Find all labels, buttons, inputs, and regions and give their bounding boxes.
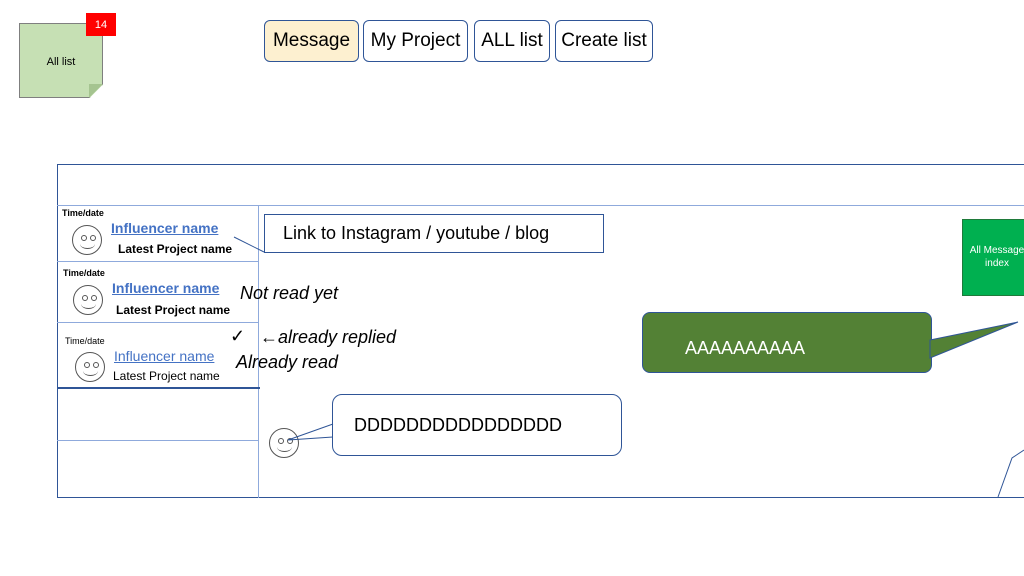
influencer-name-link[interactable]: Influencer name xyxy=(112,280,220,296)
latest-project-name: Latest Project name xyxy=(113,369,220,383)
item-timestamp: Time/date xyxy=(65,336,105,346)
replied-check-icon: ✓ xyxy=(230,326,246,346)
tab-create-list[interactable]: Create list xyxy=(555,20,653,62)
conversation-list-divider xyxy=(258,205,259,498)
panel-header-divider xyxy=(57,205,1024,206)
list-row-divider xyxy=(57,440,258,441)
conversation-item[interactable]: Time/date Influencer name Latest Project… xyxy=(57,207,258,261)
list-row-divider xyxy=(57,387,260,389)
list-row-divider xyxy=(57,261,258,262)
sent-message-text: AAAAAAAAAA xyxy=(685,338,806,358)
panel-corner-curl xyxy=(997,449,1024,498)
influencer-name-link[interactable]: Influencer name xyxy=(111,220,219,236)
avatar-smiley-icon xyxy=(73,285,103,315)
tab-my-project[interactable]: My Project xyxy=(363,20,468,62)
all-message-index-button[interactable]: All Message index xyxy=(962,219,1024,296)
avatar-smiley-icon xyxy=(72,225,102,255)
sender-smiley-icon xyxy=(269,428,299,458)
already-replied-note: ←already replied xyxy=(260,327,397,347)
all-list-label: All list xyxy=(46,56,76,68)
item-timestamp: Time/date xyxy=(62,208,104,218)
tab-all-list[interactable]: ALL list xyxy=(474,20,550,62)
list-row-divider xyxy=(57,322,258,323)
received-message-bubble: DDDDDDDDDDDDDDDD xyxy=(332,394,622,456)
item-timestamp: Time/date xyxy=(63,268,105,278)
tab-message[interactable]: Message xyxy=(264,20,359,62)
conversation-item[interactable]: Time/date Influencer name Latest Project… xyxy=(57,263,258,322)
link-callout-pointer xyxy=(233,236,265,253)
social-link-callout[interactable]: Link to Instagram / youtube / blog xyxy=(264,214,604,253)
not-read-yet-note: Not read yet xyxy=(240,283,339,303)
already-read-note: Already read xyxy=(236,352,339,372)
sent-bubble-tail xyxy=(929,321,1019,359)
sent-message-bubble: AAAAAAAAAA xyxy=(642,312,932,373)
latest-project-name: Latest Project name xyxy=(118,242,233,256)
avatar-smiley-icon xyxy=(75,352,105,382)
unread-count-badge: 14 xyxy=(86,13,116,36)
received-bubble-tail xyxy=(287,423,334,441)
message-panel xyxy=(57,164,1024,498)
influencer-name-link[interactable]: Influencer name xyxy=(114,348,215,364)
conversation-item[interactable]: Time/date Influencer name Latest Project… xyxy=(57,324,258,387)
latest-project-name: Latest Project name xyxy=(116,303,231,317)
